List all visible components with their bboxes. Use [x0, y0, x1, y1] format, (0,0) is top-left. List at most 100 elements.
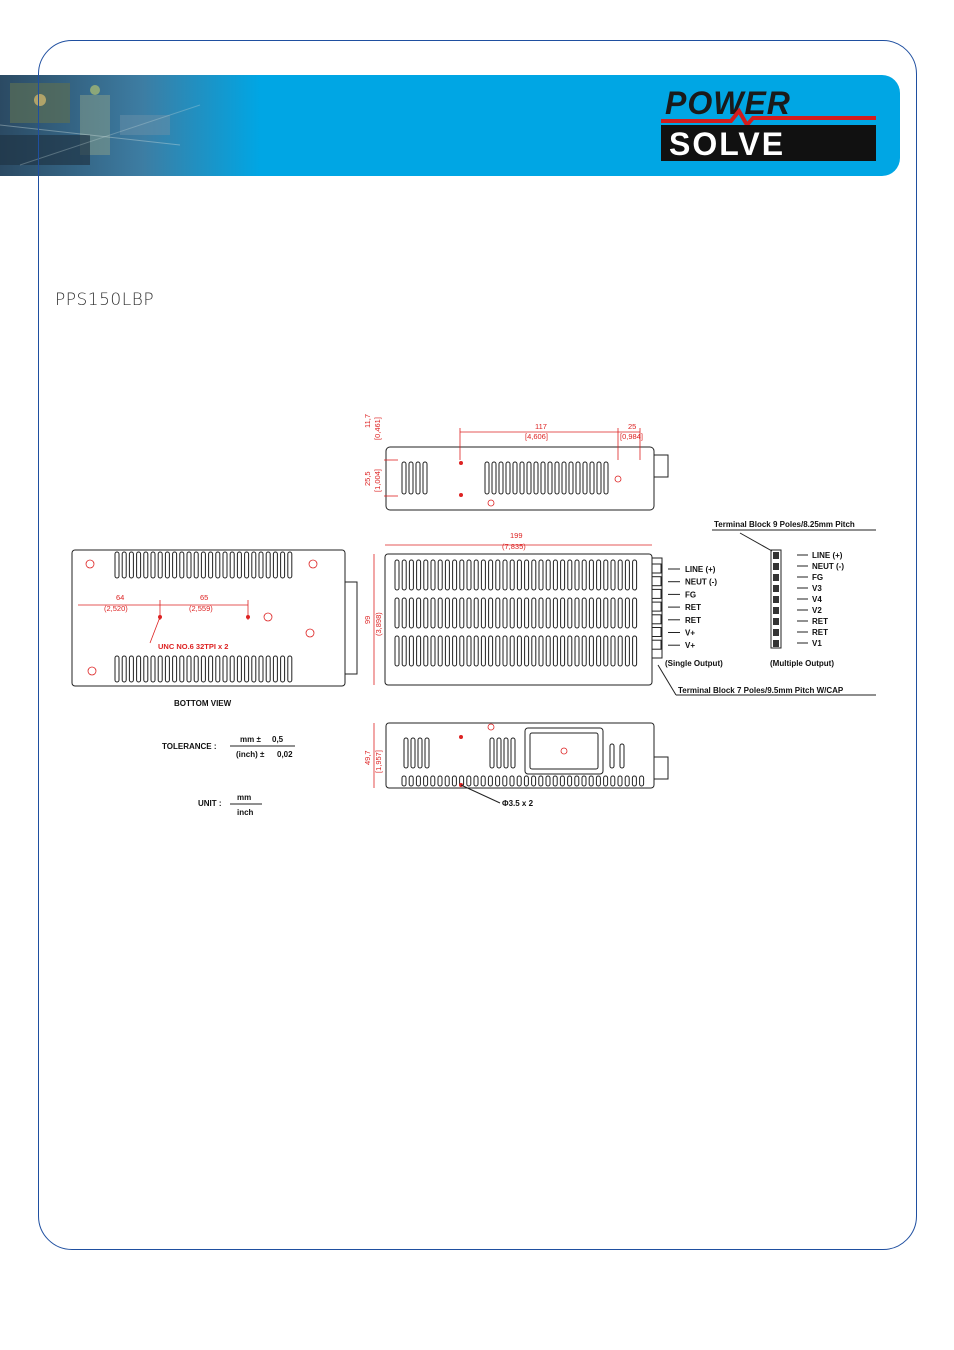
vent-slot [531, 559, 537, 591]
vent-slot [452, 597, 458, 629]
dim-64-inch: (2,520) [104, 604, 128, 613]
vent-slot [545, 597, 551, 629]
unit-bottom: inch [237, 808, 254, 817]
vent-slot [545, 635, 551, 667]
vent-slot [509, 597, 515, 629]
vent-slot [416, 559, 422, 591]
terminal-pin [651, 627, 662, 637]
tolerance-mm-value: 0,5 [272, 735, 284, 744]
vent-slot [538, 597, 544, 629]
vent-slot [567, 635, 573, 667]
vent-slot [639, 775, 645, 787]
vent-slot [610, 597, 616, 629]
vent-slot [236, 551, 242, 579]
dim-25: 25 [628, 422, 636, 431]
dim-199-inch: (7,835) [502, 542, 526, 551]
vent-slot [531, 635, 537, 667]
vent-slot [128, 655, 134, 683]
vent-slot [617, 635, 623, 667]
vent-slot [136, 655, 142, 683]
vent-slot [258, 655, 264, 683]
terminal-pin [773, 629, 779, 636]
vent-slot [186, 551, 192, 579]
vent-slot [632, 635, 638, 667]
vent-slot [631, 775, 637, 787]
unit-label: UNIT : [198, 799, 222, 808]
vent-slot [480, 775, 486, 787]
single-output-label: LINE (+) [685, 565, 716, 574]
unit-block: UNIT : mm inch [198, 793, 262, 817]
vent-slot [610, 559, 616, 591]
vent-slot [596, 597, 602, 629]
vent-slot [624, 775, 630, 787]
vent-slot [596, 461, 602, 495]
vent-slot [417, 737, 423, 769]
vent-slot [459, 559, 465, 591]
terminal-pin [773, 640, 779, 647]
vent-slot [128, 551, 134, 579]
terminal-9-note: Terminal Block 9 Poles/8.25mm Pitch [714, 520, 855, 529]
vent-slot [408, 559, 414, 591]
vent-slot [114, 655, 120, 683]
vent-slot [487, 775, 493, 787]
vent-slot [560, 635, 566, 667]
vent-slot [408, 461, 414, 495]
vent-slot [459, 597, 465, 629]
vent-slot [430, 559, 436, 591]
vent-slot [491, 461, 497, 495]
vent-slot [552, 635, 558, 667]
vent-slot [531, 597, 537, 629]
vent-slot [581, 635, 587, 667]
vent-slot [624, 597, 630, 629]
dim-117: 117 [535, 422, 547, 431]
vent-slot [401, 775, 407, 787]
terminal-pin [773, 585, 779, 592]
vent-slot [538, 635, 544, 667]
vent-slot [258, 551, 264, 579]
vent-slot [496, 737, 502, 769]
vent-slot [581, 559, 587, 591]
vent-slot [609, 743, 615, 769]
vent-slot [574, 597, 580, 629]
vent-slot [516, 775, 522, 787]
tolerance-inch-value: 0,02 [277, 750, 293, 759]
vent-slot [164, 655, 170, 683]
vent-slot [150, 551, 156, 579]
vent-slot [200, 655, 206, 683]
vent-slot [516, 635, 522, 667]
vent-slot [531, 775, 537, 787]
multiple-output-label: V4 [812, 595, 822, 604]
dim-99-inch: (3,898) [374, 612, 383, 636]
vent-slot [495, 559, 501, 591]
terminal-pin [651, 601, 662, 612]
terminal-pin [773, 552, 779, 559]
vent-slot [172, 655, 178, 683]
dim-49-7: 49,7 [363, 750, 372, 765]
vent-slot [251, 551, 257, 579]
vent-slot [502, 635, 508, 667]
vent-slot [287, 655, 293, 683]
vent-slot [401, 597, 407, 629]
vent-slot [466, 597, 472, 629]
vent-slot [473, 559, 479, 591]
vent-slot [473, 775, 479, 787]
vent-slot [560, 559, 566, 591]
vent-slot [574, 635, 580, 667]
vent-slot [473, 635, 479, 667]
dim-25-5: 25,5 [363, 471, 372, 486]
vent-slot [480, 597, 486, 629]
vent-slot [444, 635, 450, 667]
vent-slot [480, 635, 486, 667]
dim-64: 64 [116, 593, 124, 602]
vent-slot [588, 559, 594, 591]
vent-slot [422, 461, 428, 495]
vent-slot [466, 635, 472, 667]
vent-slot [495, 775, 501, 787]
vent-slot [410, 737, 416, 769]
vent-slot [143, 655, 149, 683]
vent-slot [222, 551, 228, 579]
vent-slot [524, 597, 530, 629]
vent-slot [265, 551, 271, 579]
vent-slot [229, 551, 235, 579]
bottom-view-label: BOTTOM VIEW [174, 699, 232, 708]
